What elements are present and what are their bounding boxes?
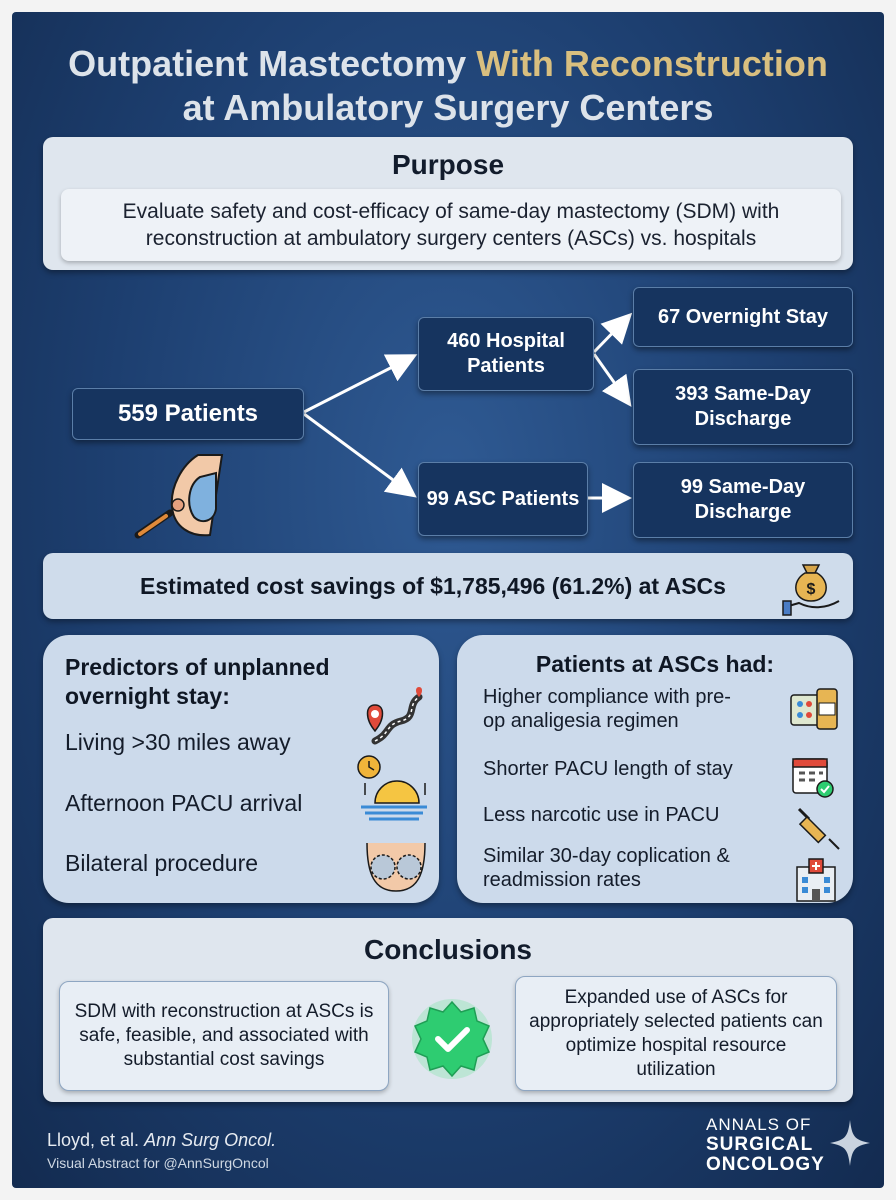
hospital-icon <box>796 858 836 902</box>
predictors-heading: Predictors of unplanned overnight stay: <box>65 654 330 709</box>
title-accent: With Reconstruction <box>476 43 828 84</box>
page-title: Outpatient Mastectomy With Reconstructio… <box>12 42 884 130</box>
logo-line3: ONCOLOGY <box>706 1154 825 1175</box>
infographic: Outpatient Mastectomy With Reconstructio… <box>12 12 884 1188</box>
conclusion-left: SDM with reconstruction at ASCs is safe,… <box>59 981 389 1091</box>
pill-pack-icon <box>790 688 838 730</box>
journal-logo: ANNALS OF SURGICAL ONCOLOGY <box>706 1115 825 1175</box>
arrow-to-overnight <box>592 312 633 354</box>
cost-savings-text: Estimated cost savings of $1,785,496 (61… <box>140 573 726 599</box>
asc-outcome-item: Less narcotic use in PACU <box>483 804 720 826</box>
citation-authors: Lloyd, et al. <box>47 1130 145 1150</box>
citation-journal: Ann Surg Oncol. <box>144 1130 277 1150</box>
node-total-patients: 559 Patients <box>72 388 304 440</box>
predictor-item: Living >30 miles away <box>65 729 291 755</box>
map-route-icon <box>366 687 423 745</box>
svg-text:$: $ <box>807 581 816 598</box>
purpose-panel: Purpose Evaluate safety and cost-efficac… <box>43 137 853 270</box>
star-sparkle-icon <box>830 1120 870 1166</box>
title-line2: at Ambulatory Surgery Centers <box>182 87 714 128</box>
node-asc-sameday: 99 Same-Day Discharge <box>633 462 853 538</box>
title-line1: Outpatient Mastectomy <box>68 43 477 84</box>
predictor-item: Bilateral procedure <box>65 850 259 876</box>
flow-arrows <box>303 312 633 513</box>
bilateral-breast-icon <box>366 842 426 892</box>
predictor-item: Afternoon PACU arrival <box>65 790 303 816</box>
purpose-text: Evaluate safety and cost-efficacy of sam… <box>61 189 841 261</box>
asc-outcome-item: Shorter PACU length of stay <box>483 758 733 780</box>
check-badge-icon <box>412 999 492 1079</box>
cost-savings-banner: Estimated cost savings of $1,785,496 (61… <box>43 553 853 619</box>
node-overnight-stay: 67 Overnight Stay <box>633 287 853 347</box>
syringe-icon <box>797 807 840 850</box>
arrow-to-hospital <box>303 354 418 414</box>
node-hospital-patients: 460 Hospital Patients <box>418 317 594 391</box>
logo-line2: SURGICAL <box>706 1134 814 1155</box>
logo-line1: ANNALS OF <box>706 1115 812 1134</box>
credit-text: Visual Abstract for @AnnSurgOncol <box>47 1155 269 1171</box>
predictors-card: Predictors of unplanned overnight stay: … <box>43 635 439 903</box>
node-hospital-sameday: 393 Same-Day Discharge <box>633 369 853 445</box>
asc-outcomes-card: Patients at ASCs had: Higher compliance … <box>457 635 853 903</box>
conclusions-heading: Conclusions <box>363 934 532 965</box>
asc-outcomes-heading: Patients at ASCs had: <box>535 651 775 677</box>
citation: Lloyd, et al. Ann Surg Oncol. <box>47 1130 276 1151</box>
breast-exam-icon <box>134 454 224 539</box>
node-asc-patients: 99 ASC Patients <box>418 462 588 536</box>
money-bag-icon: $ <box>782 564 840 616</box>
conclusions-panel: Conclusions SDM with reconstruction at A… <box>43 918 853 1102</box>
sunset-clock-icon <box>357 755 427 821</box>
purpose-heading: Purpose <box>391 149 505 180</box>
conclusion-right: Expanded use of ASCs for appropriately s… <box>515 976 837 1091</box>
arrow-to-asc <box>303 412 417 498</box>
asc-outcome-item: Similar 30-day coplication & readmission… <box>483 845 730 891</box>
arrow-to-sameday <box>592 353 632 407</box>
calendar-check-icon <box>792 758 834 798</box>
asc-outcome-item: Higher compliance with pre-op analigesia… <box>483 686 731 732</box>
